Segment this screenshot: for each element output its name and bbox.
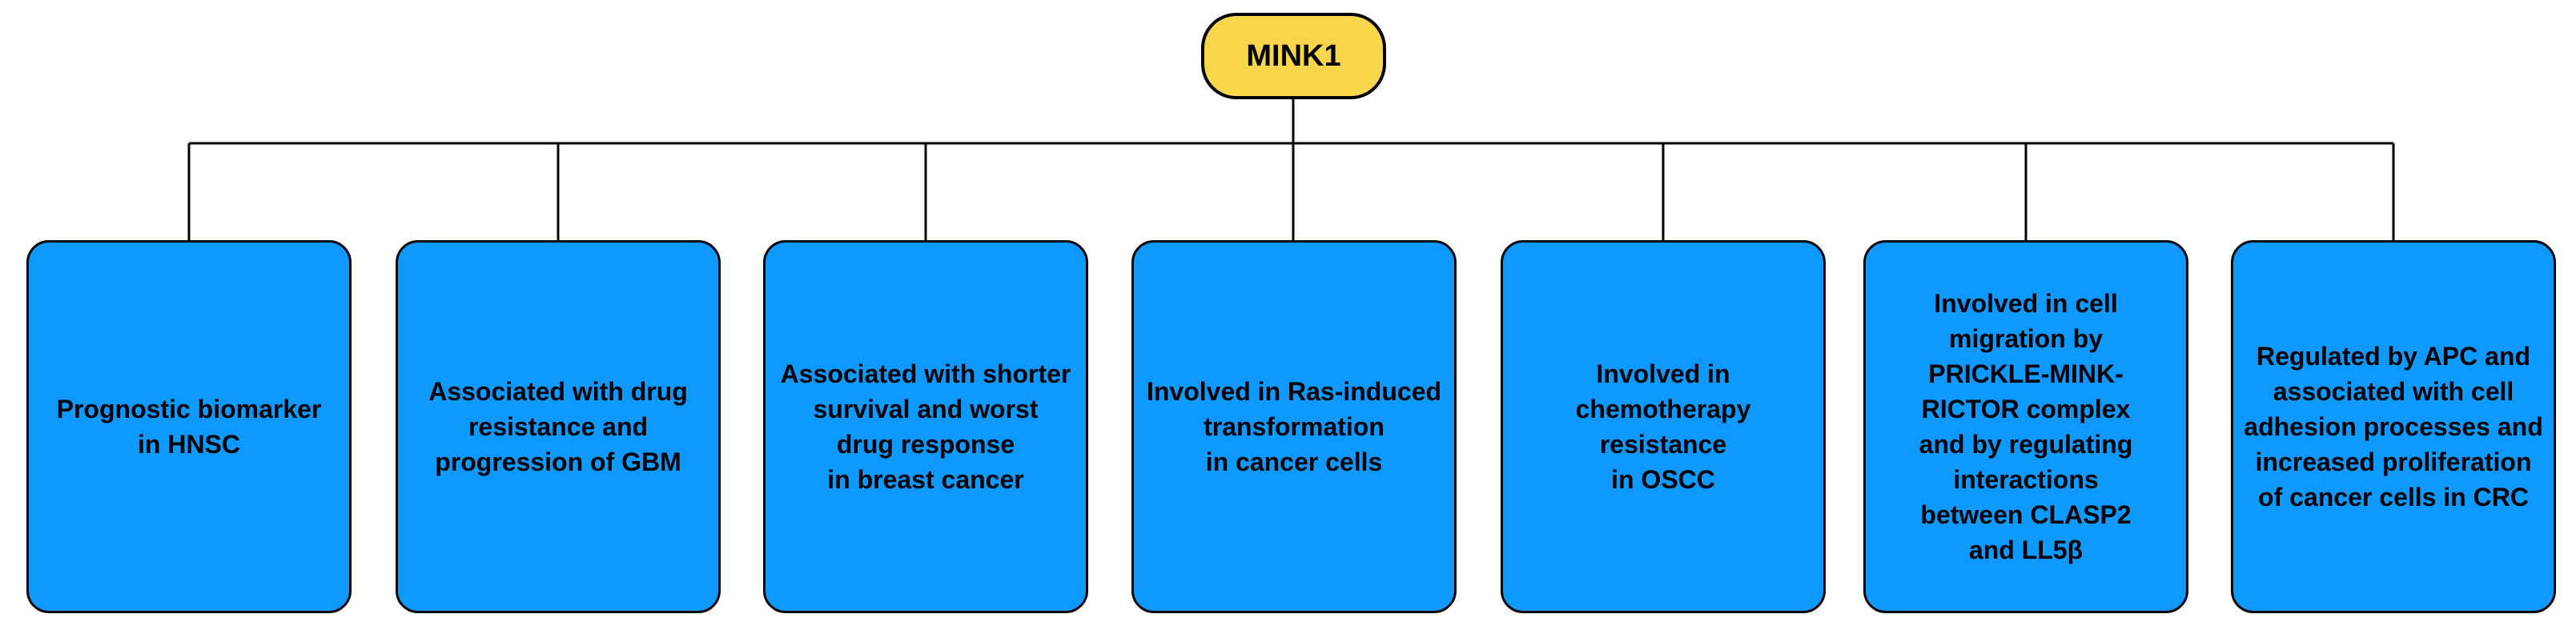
node-label: MINK1: [1246, 38, 1341, 73]
node-mink1: MINK1: [1201, 13, 1386, 99]
node-gbm-drug-resistance: Associated with drug resistance and prog…: [396, 240, 721, 613]
node-crc-apc-regulation: Regulated by APC and associated with cel…: [2231, 240, 2556, 613]
node-ras-transformation: Involved in Ras-induced transformation i…: [1131, 240, 1457, 613]
node-label: Regulated by APC and associated with cel…: [2244, 342, 2543, 512]
node-cell-migration-prickle: Involved in cell migration by PRICKLE-MI…: [1863, 240, 2188, 613]
node-hnsc-biomarker: Prognostic biomarker in HNSC: [26, 240, 352, 613]
node-oscc-chemoresistance: Involved in chemotherapy resistance in O…: [1501, 240, 1826, 613]
node-label: Involved in Ras-induced transformation i…: [1146, 377, 1442, 476]
node-label: Involved in cell migration by PRICKLE-MI…: [1919, 289, 2133, 564]
node-label: Involved in chemotherapy resistance in O…: [1575, 359, 1751, 494]
node-label: Associated with shorter survival and wor…: [780, 359, 1071, 494]
node-label: Prognostic biomarker in HNSC: [56, 395, 322, 459]
node-label: Associated with drug resistance and prog…: [428, 377, 688, 476]
node-breast-cancer-survival: Associated with shorter survival and wor…: [763, 240, 1088, 613]
